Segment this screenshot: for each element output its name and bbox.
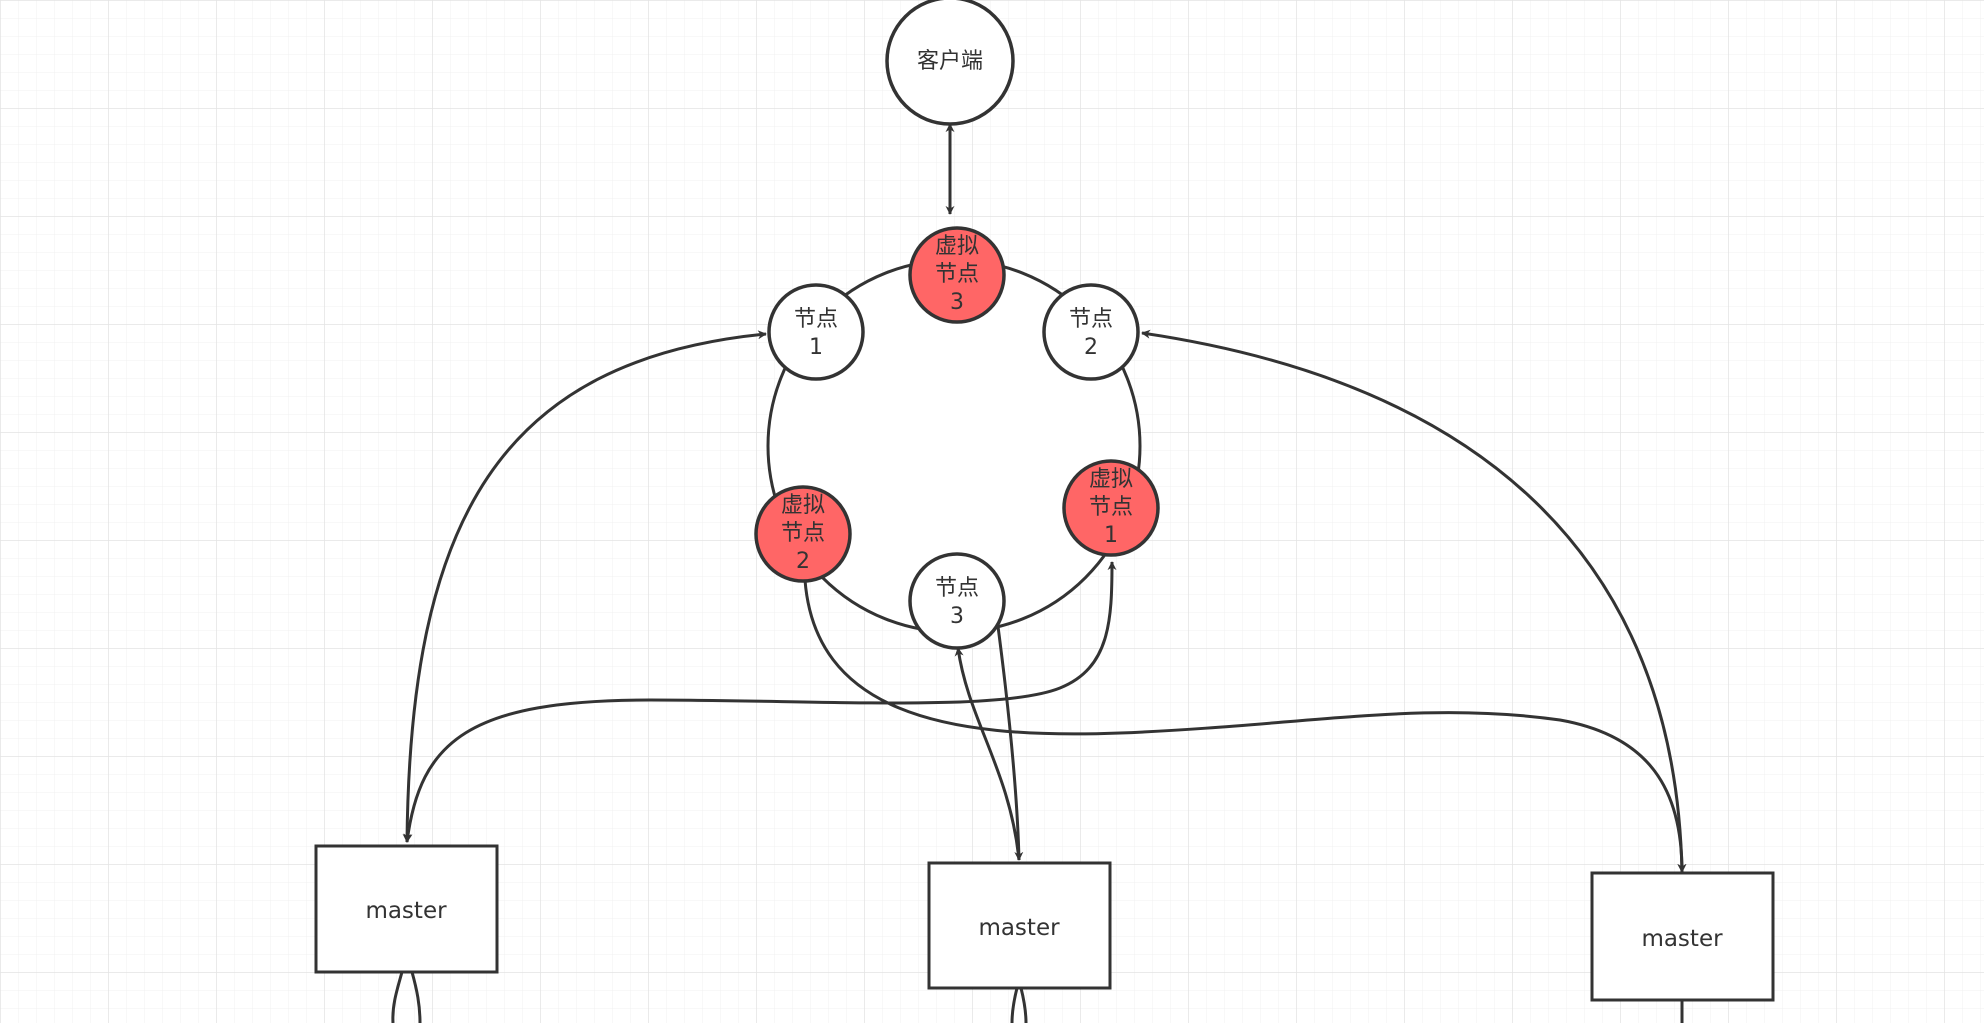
virtual-node-3-line1: 虚拟 (935, 234, 979, 259)
virtual-node-1[interactable]: 虚拟 节点 1 (1062, 459, 1160, 557)
node-2[interactable]: 节点 2 (1042, 283, 1140, 381)
node-2-label-line2: 2 (1084, 335, 1098, 360)
master-middle[interactable]: master (927, 861, 1112, 990)
edge-master-middle-node3 (954, 647, 1021, 861)
edge-master-right-node2 (1141, 329, 1687, 873)
virtual-node-2-line3: 2 (796, 549, 810, 574)
edge-master-left-virtual1 (403, 561, 1117, 843)
stub-middle-a (1010, 987, 1019, 1023)
stub-left-b (410, 971, 422, 1023)
virtual-node-1-line3: 1 (1104, 523, 1118, 548)
node-1-label-line2: 1 (809, 335, 823, 360)
virtual-node-2-line2: 节点 (781, 521, 825, 546)
master-right[interactable]: master (1590, 871, 1775, 1002)
node-1-label-line1: 节点 (794, 307, 838, 332)
master-left-label: master (365, 898, 447, 924)
node-3[interactable]: 节点 3 (908, 552, 1006, 650)
node-3-label-line1: 节点 (935, 576, 979, 601)
master-right-label: master (1641, 926, 1723, 952)
virtual-node-3-line2: 节点 (935, 262, 979, 287)
master-left[interactable]: master (314, 844, 499, 974)
virtual-node-3[interactable]: 虚拟 节点 3 (908, 226, 1006, 324)
master-middle-label: master (978, 915, 1060, 941)
virtual-node-1-line1: 虚拟 (1089, 467, 1133, 492)
virtual-node-1-line2: 节点 (1089, 495, 1133, 520)
stub-middle-b (1019, 987, 1028, 1023)
node-3-label-line2: 3 (950, 604, 964, 629)
edge-virtual2-master-right (803, 579, 1687, 873)
client-node[interactable]: 客户端 (885, 0, 1015, 126)
node-1[interactable]: 节点 1 (767, 283, 865, 381)
virtual-node-3-line3: 3 (950, 290, 964, 315)
node-2-label-line1: 节点 (1069, 307, 1113, 332)
virtual-node-2-line1: 虚拟 (781, 493, 825, 518)
virtual-node-2[interactable]: 虚拟 节点 2 (754, 485, 852, 583)
client-label: 客户端 (917, 49, 983, 74)
stub-left-a (391, 971, 404, 1023)
